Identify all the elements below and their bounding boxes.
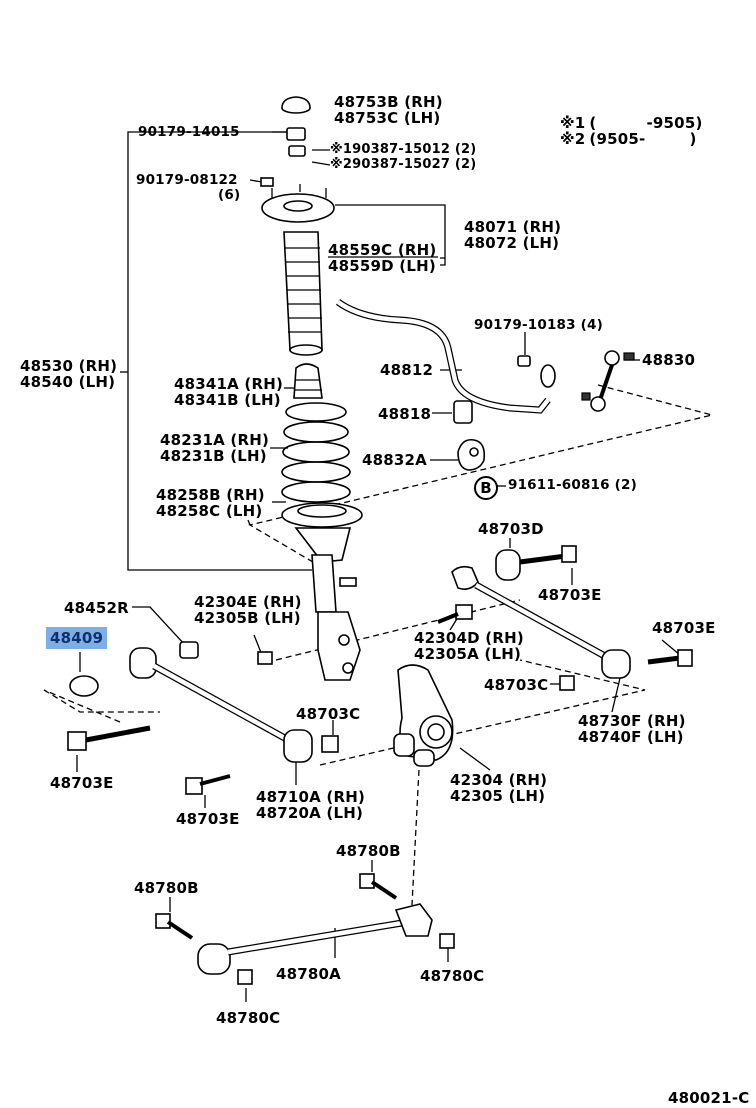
callout-b-symbol: B	[474, 476, 498, 500]
label-90179-10183[interactable]: 90179-10183 (4)	[474, 317, 603, 333]
label-48703e-right[interactable]: 48703E	[652, 619, 716, 637]
rear-knuckle	[393, 664, 454, 767]
label-48341[interactable]: 48341A (RH) 48341B (LH)	[174, 376, 283, 408]
label-48258-rh: 48258B (RH)	[156, 486, 265, 504]
label-48710a-rh: 48710A (RH)	[256, 788, 366, 806]
legend-open-2: (9505-	[589, 130, 646, 148]
label-48341-lh: 48341B (LH)	[174, 391, 281, 409]
legend-row-1: ※1 ( -9505)	[560, 115, 703, 131]
bump-stopper	[293, 363, 323, 399]
label-48703e-left[interactable]: 48703E	[50, 774, 114, 792]
label-90179-08122-qty: (6)	[218, 187, 241, 203]
stabilizer-bar	[335, 299, 556, 414]
label-48559-lh: 48559D (LH)	[328, 257, 436, 275]
label-48780c-bottom[interactable]: 48780C	[216, 1009, 281, 1027]
label-48780b-upper[interactable]: 48780B	[336, 842, 401, 860]
legend-row-2: ※2 (9505- )	[560, 131, 703, 147]
label-48753-lh: 48753C (LH)	[334, 109, 441, 127]
label-48730f-rh: 48730F (RH)	[578, 712, 686, 730]
label-48530[interactable]: 48530 (RH) 48540 (LH)	[20, 358, 117, 390]
label-42304e-lh: 42305B (LH)	[194, 609, 301, 627]
label-48703e-bottom[interactable]: 48703E	[176, 810, 240, 828]
label-42304-lh: 42305 (LH)	[450, 787, 546, 805]
label-48559[interactable]: 48559C (RH) 48559D (LH)	[328, 242, 436, 274]
strut-body	[294, 527, 361, 681]
legend-mark-1: ※1	[560, 114, 586, 132]
label-48753-rh: 48753B (RH)	[334, 93, 443, 111]
label-48409-highlight: 48409	[46, 627, 108, 649]
label-48710a-lh: 48720A (LH)	[256, 804, 364, 822]
legend-range-2: )	[689, 130, 697, 148]
catalog-code: 480021-C	[668, 1089, 750, 1107]
label-42304d-rh: 42304D (RH)	[414, 629, 524, 647]
label-48703e-upper[interactable]: 48703E	[538, 586, 602, 604]
coil-spring	[281, 402, 363, 528]
label-48703c-center[interactable]: 48703C	[296, 705, 361, 723]
label-48231-rh: 48231A (RH)	[160, 431, 270, 449]
label-190387[interactable]: ※190387-15012 (2)	[330, 142, 477, 157]
label-48452r[interactable]: 48452R	[64, 599, 129, 617]
label-42304e[interactable]: 42304E (RH) 42305B (LH)	[194, 594, 302, 626]
label-48071[interactable]: 48071 (RH) 48072 (LH)	[464, 219, 561, 251]
label-90179-08122[interactable]: 90179-08122	[136, 172, 238, 188]
label-90179-14015[interactable]: 90179-14015	[138, 124, 240, 140]
label-48231-lh: 48231B (LH)	[160, 447, 267, 465]
stabilizer-mount-parts	[453, 355, 531, 471]
label-48703d[interactable]: 48703D	[478, 520, 544, 538]
label-48071-rh: 48071 (RH)	[464, 218, 562, 236]
label-48258-lh: 48258C (LH)	[156, 502, 263, 520]
label-48818[interactable]: 48818	[378, 405, 432, 423]
strut-boot	[283, 231, 323, 356]
label-48530-lh: 48540 (LH)	[20, 373, 116, 391]
label-48258[interactable]: 48258B (RH) 48258C (LH)	[156, 487, 265, 519]
label-48832a[interactable]: 48832A	[362, 451, 427, 469]
label-48780c-right[interactable]: 48780C	[420, 967, 485, 985]
label-48780b-left[interactable]: 48780B	[134, 879, 199, 897]
label-48830[interactable]: 48830	[642, 351, 696, 369]
label-48780a[interactable]: 48780A	[276, 965, 341, 983]
rear-arm-upper	[451, 545, 693, 691]
label-48703c-right[interactable]: 48703C	[484, 676, 549, 694]
legend-mark-2: ※2	[560, 130, 586, 148]
legend: ※1 ( -9505) ※2 (9505- )	[560, 115, 703, 147]
label-48710a[interactable]: 48710A (RH) 48720A (LH)	[256, 789, 365, 821]
leader-lines	[76, 131, 681, 1002]
upper-mount-parts	[260, 96, 335, 223]
label-48559-rh: 48559C (RH)	[328, 241, 437, 259]
rear-arm-lower	[67, 604, 473, 795]
label-48341-rh: 48341A (RH)	[174, 375, 284, 393]
legend-range-1: -9505)	[646, 114, 703, 132]
label-42304e-rh: 42304E (RH)	[194, 593, 302, 611]
label-48231[interactable]: 48231A (RH) 48231B (LH)	[160, 432, 269, 464]
stabilizer-link	[581, 350, 635, 412]
label-42304[interactable]: 42304 (RH) 42305 (LH)	[450, 772, 547, 804]
label-48753[interactable]: 48753B (RH) 48753C (LH)	[334, 94, 443, 126]
label-91611-60816[interactable]: 91611-60816 (2)	[508, 477, 637, 493]
label-42304d[interactable]: 42304D (RH) 42305A (LH)	[414, 630, 524, 662]
label-42304d-lh: 42305A (LH)	[414, 645, 522, 663]
label-48730f[interactable]: 48730F (RH) 48740F (LH)	[578, 713, 686, 745]
strut-rod	[155, 873, 455, 985]
label-48812[interactable]: 48812	[380, 361, 434, 379]
label-48730f-lh: 48740F (LH)	[578, 728, 684, 746]
label-48409-highlighted[interactable]: 48409	[46, 627, 108, 649]
label-48530-rh: 48530 (RH)	[20, 357, 118, 375]
label-290387[interactable]: ※290387-15027 (2)	[330, 157, 477, 172]
label-48071-lh: 48072 (LH)	[464, 234, 560, 252]
legend-open-1: (	[589, 114, 597, 132]
label-42304-rh: 42304 (RH)	[450, 771, 548, 789]
